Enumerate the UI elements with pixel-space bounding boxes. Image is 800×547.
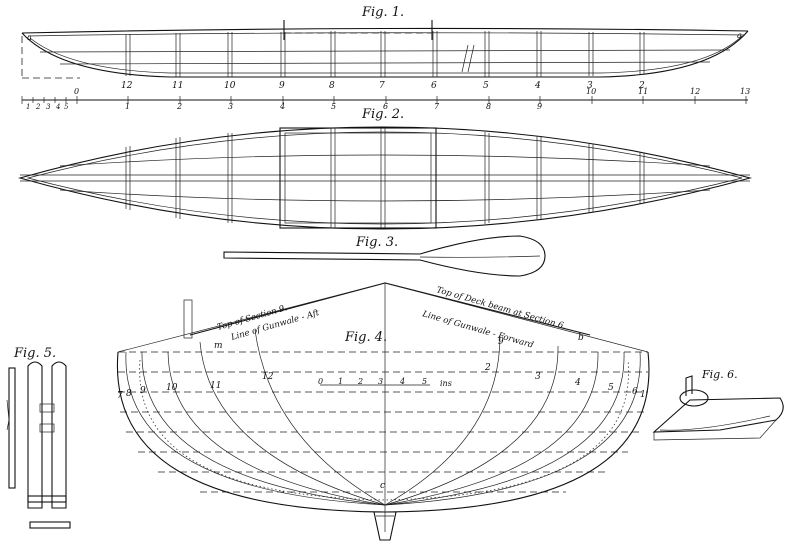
scale-tick-5: 5 xyxy=(331,102,336,111)
scale-tick-13: 13 xyxy=(740,87,750,96)
fig4-section-4: 4 xyxy=(574,378,581,388)
scale-tick-9: 9 xyxy=(537,102,542,111)
scale-bar: 1 2 3 4 5 0 1 2 3 4 5 6 7 8 9 10 11 12 1… xyxy=(21,87,750,111)
fig1-station-12: 12 xyxy=(121,81,133,91)
fig4-scale-5: 5 xyxy=(422,377,427,386)
fig1-side-elevation: Fig. 1. a a xyxy=(21,5,749,91)
fig4-section-9: 9 xyxy=(140,386,146,396)
fig5-title: Fig. 5. xyxy=(13,346,56,361)
scale-tick-4: 4 xyxy=(279,102,285,111)
fig1-station-7: 7 xyxy=(379,81,385,91)
fig1-station-3: 3 xyxy=(587,81,593,91)
scale-tick-6: 6 xyxy=(383,102,388,111)
scale-left-tick-5: 5 xyxy=(64,103,69,111)
fig4-scale-0: 0 xyxy=(318,377,323,386)
scale-tick-10: 10 xyxy=(586,87,596,96)
scale-left-tick-1: 1 xyxy=(26,103,30,111)
fig4-section-11: 11 xyxy=(210,381,221,391)
scale-tick-8: 8 xyxy=(486,102,491,111)
fig1-station-11: 11 xyxy=(172,81,183,91)
fig3-title: Fig. 3. xyxy=(355,235,398,250)
fig1-station-4: 4 xyxy=(534,81,541,91)
fig4-section-3: 3 xyxy=(535,372,541,382)
fig4-section-7: 7 xyxy=(117,391,123,401)
fig4-title: Fig. 4. xyxy=(344,330,387,345)
fig4-mark-9: 9 xyxy=(498,337,504,347)
fig4-body-plan: Fig. 4. Top of Section 9. Line of Gunwal… xyxy=(116,282,650,541)
fig3-paddle: Fig. 3. xyxy=(223,235,546,277)
fig4-scale-1: 1 xyxy=(338,377,343,386)
fig1-station-8: 8 xyxy=(329,81,335,91)
fig4-section-8: 8 xyxy=(126,389,132,399)
fig4-mark-c: c xyxy=(380,481,385,491)
scale-tick-0: 0 xyxy=(74,87,79,96)
fig4-section-12: 12 xyxy=(262,372,274,382)
fig4-section-1: 1 xyxy=(640,390,646,400)
fig1-stem-label-aft: a xyxy=(737,31,742,40)
scale-tick-1: 1 xyxy=(125,102,130,111)
fig1-station-5: 5 xyxy=(483,81,489,91)
fig5-detail: Fig. 5. xyxy=(6,346,71,529)
fig1-station-10: 10 xyxy=(224,81,236,91)
scale-tick-12: 12 xyxy=(690,87,700,96)
fig4-mark-m: m xyxy=(214,341,223,351)
scale-tick-11: 11 xyxy=(638,87,648,96)
scale-tick-7: 7 xyxy=(434,102,440,111)
fig4-section-10: 10 xyxy=(166,383,178,393)
fig1-station-2: 2 xyxy=(638,81,645,91)
fig2-title: Fig. 2. xyxy=(361,107,404,122)
fig1-station-9: 9 xyxy=(279,81,285,91)
fig1-station-6: 6 xyxy=(431,81,437,91)
scale-left-tick-4: 4 xyxy=(55,103,60,111)
fig4-scale-4: 4 xyxy=(399,377,405,386)
scale-left-tick-3: 3 xyxy=(46,103,51,111)
scale-tick-3: 3 xyxy=(228,102,233,111)
fig6-detail: Fig. 6. xyxy=(652,368,784,441)
fig2-plan-view: Fig. 2. xyxy=(17,107,753,230)
fig4-mark-b: b xyxy=(578,333,584,343)
fig6-title: Fig. 6. xyxy=(701,368,738,381)
fig4-section-6: 6 xyxy=(632,387,638,397)
fig4-scale-2: 2 xyxy=(357,377,363,386)
fig4-section-2: 2 xyxy=(484,363,491,373)
scale-left-tick-2: 2 xyxy=(35,103,41,111)
scale-tick-2: 2 xyxy=(176,102,182,111)
fig1-title: Fig. 1. xyxy=(361,5,404,20)
fig1-stem-label-fore: a xyxy=(27,33,32,42)
fig4-scale-unit: ins xyxy=(440,379,452,388)
fig4-section-5: 5 xyxy=(608,383,614,393)
fig4-scale-3: 3 xyxy=(378,377,383,386)
